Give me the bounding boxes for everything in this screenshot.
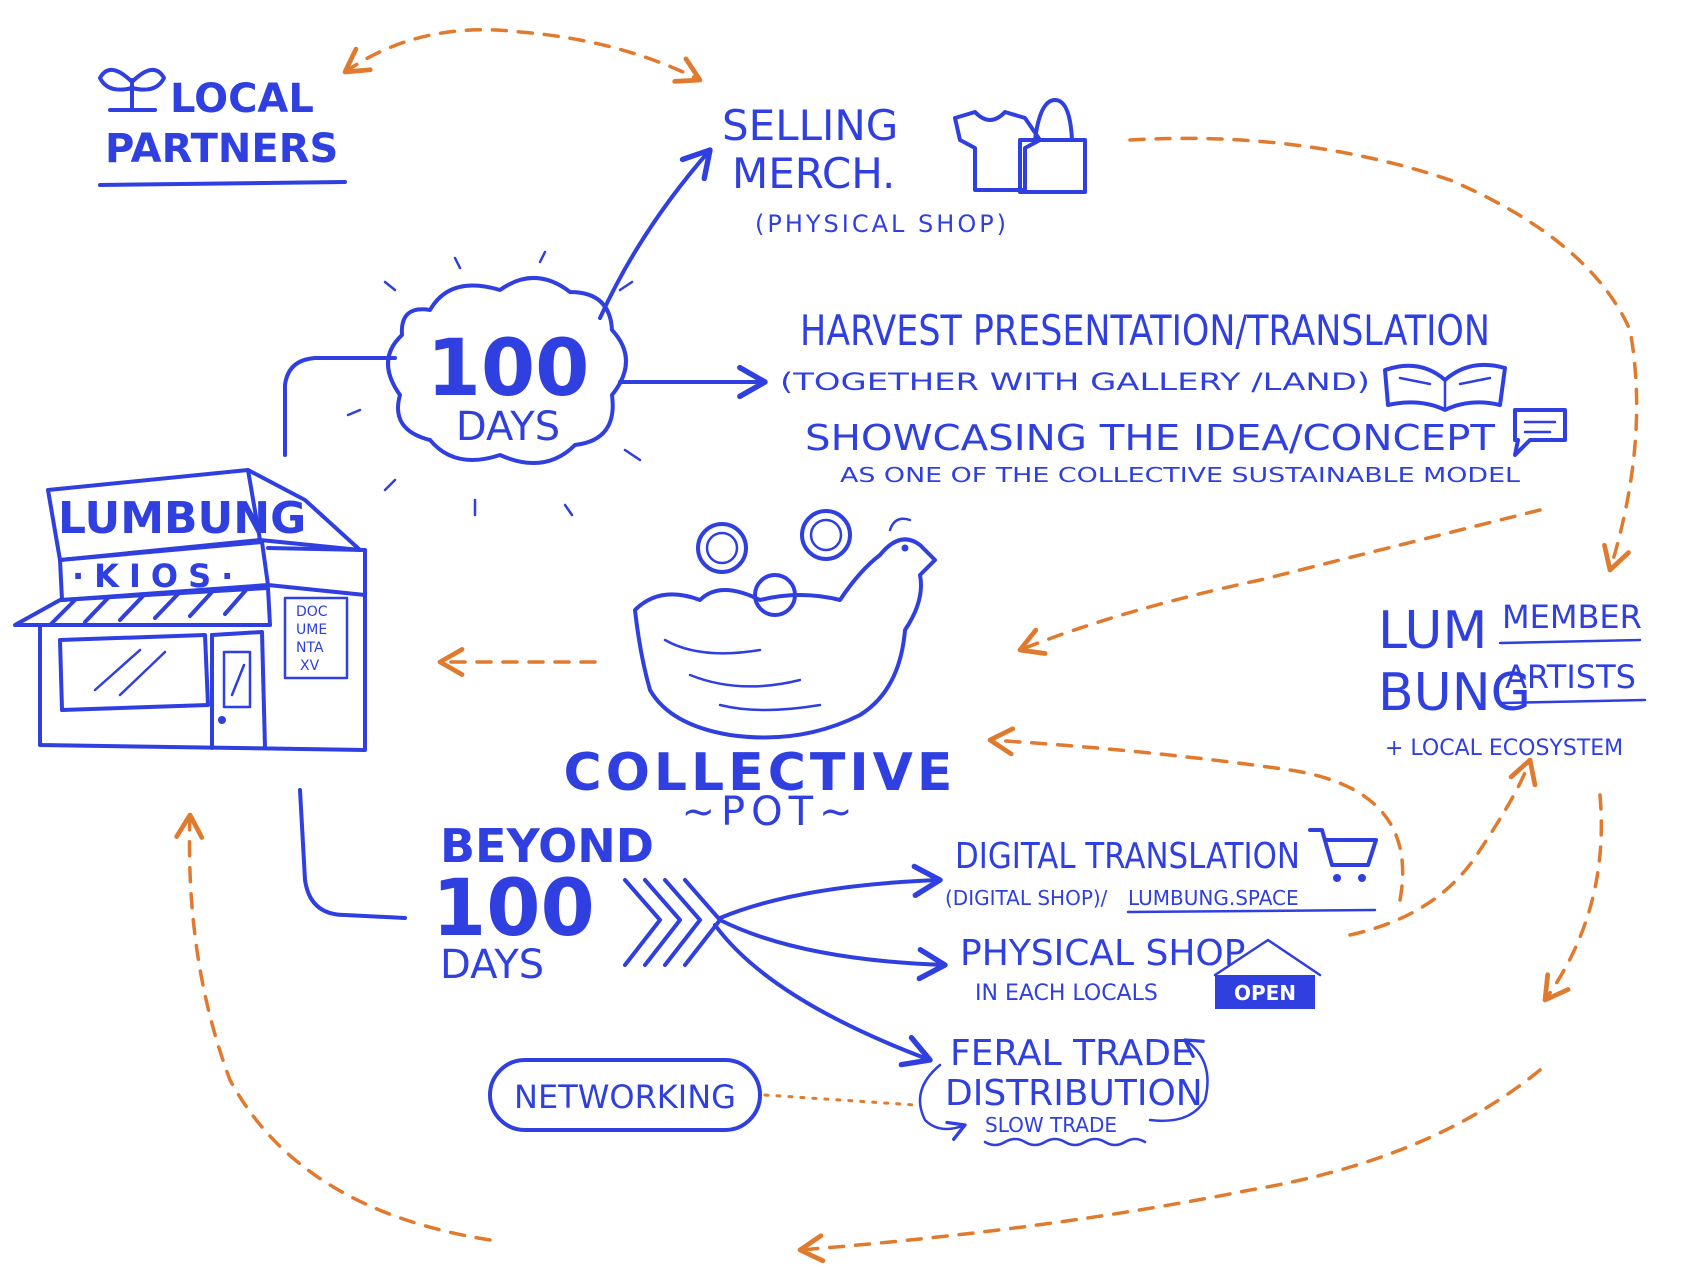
members-artists: ARTISTS: [1505, 658, 1636, 696]
svg-text:XV: XV: [300, 658, 320, 674]
digital-note-a: (DIGITAL SHOP)/: [945, 886, 1108, 910]
local-partners-line1: LOCAL: [170, 76, 314, 122]
feral-note: SLOW TRADE: [985, 1113, 1117, 1137]
feral-line1: FERAL TRADE: [950, 1033, 1194, 1074]
arrow-100days-selling: [598, 147, 713, 320]
hundred-days-number: 100: [427, 324, 590, 414]
harvest-presentation: HARVEST PRESENTATION/TRANSLATION (TOGETH…: [780, 306, 1567, 487]
hundred-days-cloud: 100 DAYS: [346, 250, 642, 517]
sprout-icon: [98, 68, 166, 112]
tote-bag-icon: [1018, 98, 1087, 194]
harvest-showcase: SHOWCASING THE IDEA/CONCEPT: [805, 418, 1496, 459]
speech-bubble-icon: [1513, 408, 1567, 457]
networking: NETWORKING: [488, 1058, 762, 1132]
feral-line2: DISTRIBUTION: [945, 1073, 1203, 1114]
physical-note: IN EACH LOCALS: [975, 981, 1158, 1006]
open-sign-label: OPEN: [1234, 981, 1296, 1005]
svg-text:UME: UME: [296, 622, 327, 638]
open-sign-icon: OPEN: [1213, 938, 1322, 1009]
harvest-showcase-note: AS ONE OF THE COLLECTIVE SUSTAINABLE MOD…: [840, 463, 1521, 487]
svg-text:NTA: NTA: [296, 640, 324, 656]
collective-pot-line1: COLLECTIVE: [564, 743, 957, 803]
beyond-number: 100: [432, 864, 595, 954]
flow-digital-pot: [987, 726, 1405, 902]
arrow-beyond-digital: [718, 863, 943, 920]
hundred-days-unit: DAYS: [456, 404, 560, 450]
members-lum: LUM: [1378, 601, 1487, 661]
cart-icon: [1308, 828, 1378, 882]
beyond-unit: DAYS: [440, 942, 544, 988]
flow-members-loop: [1542, 793, 1604, 1003]
collective-pot-line2: ~POT~: [681, 789, 858, 835]
flow-left-loop: [174, 812, 492, 1242]
book-icon: [1383, 362, 1507, 412]
arrow-beyond-feral: [713, 923, 933, 1068]
physical-shop: PHYSICAL SHOP IN EACH LOCALS OPEN: [960, 933, 1322, 1009]
connector-kiosk-beyond: [298, 788, 407, 920]
local-partners-line2: PARTNERS: [105, 126, 338, 172]
flow-bottom-loop: [797, 1068, 1542, 1264]
flow-harvest-pot: [1017, 508, 1542, 656]
members-bung: BUNG: [1378, 663, 1531, 723]
orange-flow-arrows: [174, 28, 1639, 1264]
hen-coins-icon: [633, 509, 937, 740]
beyond-line1: BEYOND: [440, 819, 654, 873]
kiosk-poster-text: DOC UME NTA XV: [296, 604, 328, 674]
digital-note-b: LUMBUNG.SPACE: [1128, 886, 1299, 910]
chevrons-icon: [623, 878, 722, 967]
feral-trade: FERAL TRADE DISTRIBUTION SLOW TRADE: [918, 1033, 1209, 1147]
harvest-note: (TOGETHER WITH GALLERY /LAND): [780, 368, 1370, 396]
members-ecosystem: + LOCAL ECOSYSTEM: [1385, 736, 1623, 761]
kiosk-sign-top: LUMBUNG: [58, 493, 306, 544]
physical-title: PHYSICAL SHOP: [960, 933, 1245, 974]
tshirt-icon: [953, 110, 1042, 192]
selling-note: (PHYSICAL SHOP): [755, 210, 1009, 238]
collective-pot: COLLECTIVE ~POT~: [564, 509, 957, 835]
networking-label: NETWORKING: [514, 1078, 736, 1116]
members-member: MEMBER: [1502, 598, 1642, 636]
sun-rays: [346, 250, 642, 517]
selling-merch: SELLING MERCH. (PHYSICAL SHOP): [722, 98, 1087, 238]
connector-kiosk-100days: [283, 356, 397, 457]
selling-line1: SELLING: [722, 101, 898, 150]
flow-partners-selling: [342, 28, 703, 84]
selling-line2: MERCH.: [732, 149, 895, 198]
kiosk-sign-bottom: ·KIOS·: [72, 557, 243, 595]
flow-physical-members: [1348, 757, 1538, 937]
local-partners: LOCAL PARTNERS: [98, 68, 347, 187]
svg-text:DOC: DOC: [296, 604, 328, 620]
arrow-beyond-physical: [718, 918, 948, 982]
beyond-100-days: BEYOND 100 DAYS: [432, 819, 722, 988]
flow-networking-feral: [763, 1093, 917, 1107]
lumbung-members: LUM BUNG MEMBER ARTISTS + LOCAL ECOSYSTE…: [1378, 598, 1647, 761]
kiosk-building-icon: LUMBUNG ·KIOS· DOC UME NTA XV: [13, 468, 367, 752]
kiosk-awning-stripes: [48, 588, 248, 627]
digital-translation: DIGITAL TRANSLATION (DIGITAL SHOP)/ LUMB…: [945, 828, 1378, 914]
harvest-title: HARVEST PRESENTATION/TRANSLATION: [800, 306, 1490, 355]
digital-title: DIGITAL TRANSLATION: [955, 836, 1300, 877]
